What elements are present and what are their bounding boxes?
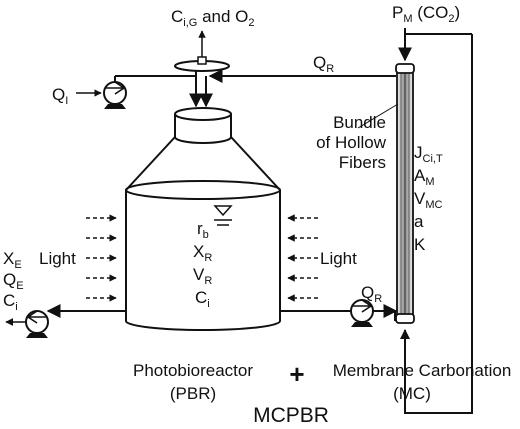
recycle-feed-line bbox=[373, 310, 396, 321]
light-left-label: Light bbox=[39, 249, 76, 268]
pbr-param-vr: VR bbox=[193, 265, 212, 287]
hollow-fiber-module bbox=[395, 63, 415, 324]
bundle-label-line-3: Fibers bbox=[339, 153, 386, 172]
inlet-line bbox=[126, 71, 197, 77]
bundle-label: Bundle of Hollow Fibers bbox=[316, 113, 387, 172]
effluent-qe: QE bbox=[3, 270, 24, 292]
effluent-labels: XE QE Ci bbox=[3, 249, 24, 313]
pbr-caption-line-2: (PBR) bbox=[170, 384, 216, 403]
pbr-param-xr: XR bbox=[193, 242, 212, 264]
mc-caption-line-1: Membrane Carbonation bbox=[333, 361, 512, 380]
exhaust-label: Ci,G and O2 bbox=[171, 7, 255, 29]
plus-sign: + bbox=[289, 359, 304, 389]
mc-param-am: AM bbox=[414, 166, 435, 188]
mc-param-jci: JCi,T bbox=[414, 143, 443, 165]
bundle-label-line-2: of Hollow bbox=[316, 133, 387, 152]
inlet-pump bbox=[103, 81, 127, 109]
pbr-caption-line-1: Photobioreactor bbox=[133, 361, 253, 380]
light-arrows-left bbox=[86, 214, 117, 302]
liquid-level-marker bbox=[213, 205, 233, 226]
pbr-param-rb: rb bbox=[197, 219, 209, 241]
bundle-label-line-1: Bundle bbox=[333, 113, 386, 132]
pbr-param-ci: Ci bbox=[195, 288, 210, 310]
co2-supply-line bbox=[400, 34, 473, 414]
qr-top-label: QR bbox=[313, 53, 334, 75]
system-title: MCPBR bbox=[253, 404, 329, 427]
mc-param-a: a bbox=[414, 212, 424, 231]
cap-pipes bbox=[189, 71, 213, 108]
light-right-label: Light bbox=[320, 249, 357, 268]
pm-label: PM (CO2) bbox=[392, 3, 460, 25]
qr-bottom-label: QR bbox=[361, 283, 382, 305]
mc-parameters: JCi,T AM VMC a K bbox=[414, 143, 443, 254]
gas-exhaust-cap bbox=[174, 30, 230, 72]
effluent-ci: Ci bbox=[3, 291, 18, 313]
recycle-pump bbox=[350, 299, 374, 327]
bundle-leader-line bbox=[357, 103, 399, 129]
mc-caption-line-2: (MC) bbox=[393, 384, 431, 403]
mc-param-vmc: VMC bbox=[414, 189, 443, 211]
qi-label: QI bbox=[52, 85, 68, 107]
effluent-pump bbox=[25, 310, 49, 338]
photobioreactor-vessel bbox=[125, 107, 281, 331]
mc-param-k: K bbox=[414, 235, 426, 254]
light-arrows-right bbox=[287, 214, 318, 302]
pbr-parameters: rb XR VR Ci bbox=[193, 219, 212, 310]
effluent-xe: XE bbox=[3, 249, 22, 271]
